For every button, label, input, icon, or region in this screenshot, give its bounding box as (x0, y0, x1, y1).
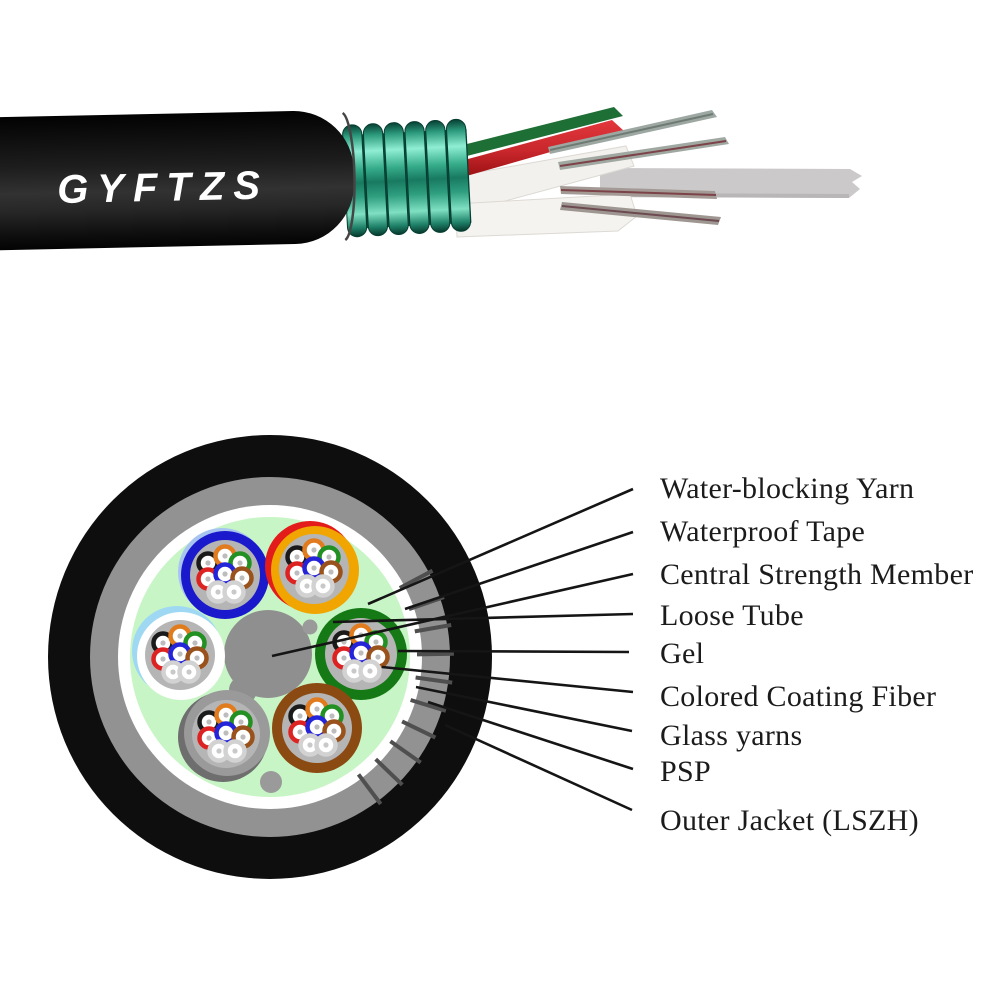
label-glass-yarns: Glass yarns (660, 719, 803, 752)
label-colored-coating-fiber: Colored Coating Fiber (660, 680, 937, 713)
label-gel: Gel (660, 637, 705, 670)
pointer-loose-tube (332, 612, 634, 624)
outer-jacket (0, 111, 355, 251)
loose-tube-white (132, 606, 225, 700)
loose-tube-brown (272, 683, 362, 773)
cable-photo: GYFTZS (0, 107, 862, 251)
jacket-cut-edge (341, 111, 356, 241)
glass-yarn-strands (356, 568, 454, 806)
wire-strands (548, 110, 729, 225)
model-text: GYFTZS (57, 164, 270, 212)
white-loose-tube-lower (454, 193, 638, 238)
green-loose-tube (455, 107, 623, 158)
label-loose-tube: Loose Tube (660, 599, 804, 632)
corrugated-armor (342, 118, 472, 238)
pointer-colored-fiber (381, 665, 634, 694)
pointer-psp (427, 700, 634, 771)
pointer-gel (397, 649, 630, 654)
label-waterproof-tape: Waterproof Tape (660, 515, 866, 548)
pointer-glass-yarns (415, 685, 633, 733)
filler-dot-top (302, 619, 318, 635)
red-loose-tube (457, 120, 624, 177)
loose-tube-gray (178, 690, 270, 782)
pointer-outer-jacket (444, 723, 633, 812)
pointer-water-blocking-yarn (367, 487, 634, 606)
pointer-lines (271, 487, 634, 812)
label-water-blocking-yarn: Water-blocking Yarn (660, 472, 915, 505)
label-central-strength-member: Central Strength Member (660, 558, 974, 591)
cross-section (48, 435, 634, 879)
filler-dot-bottom (260, 771, 282, 793)
label-outer-jacket: Outer Jacket (LSZH) (660, 804, 919, 837)
central-strength-member (224, 610, 312, 698)
loose-tube-orange (265, 521, 359, 614)
pointer-waterproof-tape (404, 530, 634, 611)
pointer-central-member (271, 572, 634, 658)
label-psp: PSP (660, 755, 711, 788)
loose-tube-blue (178, 528, 269, 619)
